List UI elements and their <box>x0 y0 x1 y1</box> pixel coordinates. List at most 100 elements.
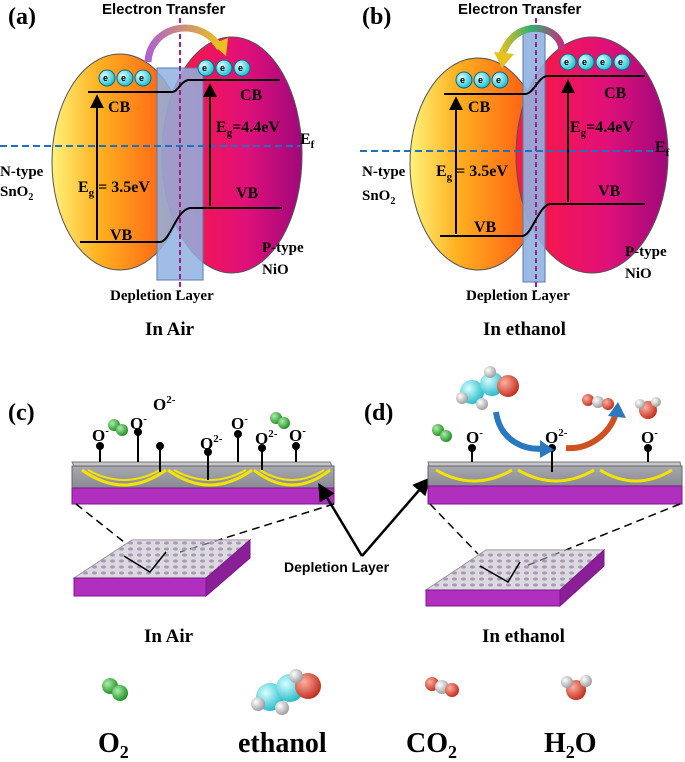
oxygen-ion-labels: O- O2- O- <box>466 427 658 447</box>
transfer-arrowhead-icon <box>212 38 228 56</box>
reaction-arrow <box>565 411 619 452</box>
depletion-arc <box>167 468 253 487</box>
panel-b-title: Electron Transfer <box>458 1 582 18</box>
depletion-arc <box>253 468 331 487</box>
svg-text:e: e <box>478 75 483 85</box>
svg-text:O2-: O2- <box>545 427 568 447</box>
depletion-label: Depletion Layer <box>110 288 214 304</box>
legend-co2-label: CO2 <box>406 728 457 762</box>
legend-o2-label: O2 <box>98 728 129 762</box>
n-material-label: SnO2 <box>362 188 395 207</box>
svg-text:e: e <box>139 73 144 83</box>
depletion-arc <box>81 468 167 487</box>
p-material-label: NiO <box>262 262 289 278</box>
panel-c-label: (c) <box>8 400 35 426</box>
svg-text:e: e <box>220 63 225 73</box>
legend-ethanol-icon <box>251 669 321 715</box>
legend-ethanol-label: ethanol <box>238 728 327 759</box>
svg-text:O2-: O2- <box>255 428 278 448</box>
transfer-arrowhead-icon <box>494 52 514 68</box>
svg-text:O-: O- <box>130 413 147 433</box>
depletion-arc <box>435 468 513 483</box>
h2o-molecule-icon <box>635 397 661 419</box>
panel-d-caption: In ethanol <box>482 626 565 647</box>
p-type-label: P-type <box>625 244 667 260</box>
vb-label-right: VB <box>598 183 621 200</box>
panel-c: (c) O- O- O2- O2- O- O2- O- <box>8 394 335 647</box>
panel-a: (a) Electron Transfer e e e e e e <box>0 1 315 340</box>
svg-text:e: e <box>121 73 126 83</box>
valence-band-line <box>80 207 282 243</box>
adsorbed-oxygen-sticks <box>468 444 652 472</box>
depletion-arc <box>599 468 673 483</box>
conduction-band-line <box>88 79 280 93</box>
depletion-label: Depletion Layer <box>466 288 570 304</box>
substrate-layer <box>427 485 683 505</box>
svg-text:e: e <box>103 73 108 83</box>
panel-a-title: Electron Transfer <box>102 1 226 18</box>
svg-text:e: e <box>618 57 623 67</box>
co2-molecule-icon <box>582 394 614 410</box>
depletion-arc <box>517 468 595 483</box>
svg-text:O-: O- <box>231 413 248 433</box>
legend-h2o-label: H2O <box>544 728 597 762</box>
n-type-label: N-type <box>0 164 44 180</box>
panel-c-caption: In Air <box>144 626 194 647</box>
depletion-callout-label: Depletion Layer <box>284 559 390 575</box>
p-type-label: P-type <box>262 240 304 256</box>
electron-group-left: e e e <box>98 69 152 87</box>
substrate-layer <box>71 487 335 505</box>
svg-text:O-: O- <box>92 425 109 445</box>
fermi-label: Ef <box>655 139 670 159</box>
electron-group-right: e e e e <box>559 53 631 71</box>
eg-label-left: Eg = 3.5eV <box>78 179 150 199</box>
vb-label-right: VB <box>236 185 259 202</box>
substrate-layer <box>73 577 207 597</box>
svg-text:e: e <box>202 63 207 73</box>
o2-molecule-icon <box>108 419 128 436</box>
depletion-callout: Depletion Layer <box>284 477 431 575</box>
panel-b: (b) Electron Transfer e e e e e e e <box>360 1 670 340</box>
svg-text:O-: O- <box>641 427 658 447</box>
svg-text:O-: O- <box>466 427 483 447</box>
panel-b-label: (b) <box>362 4 391 30</box>
electron-group-right: e e e <box>197 59 251 77</box>
cb-label-left: CB <box>108 99 131 116</box>
p-material-label: NiO <box>625 266 652 282</box>
valence-band-line <box>440 203 645 237</box>
depletion-layer-band <box>522 27 546 283</box>
vb-label-left: VB <box>110 227 133 244</box>
panel-a-caption: In Air <box>145 319 195 340</box>
svg-text:O-: O- <box>289 425 306 445</box>
eg-label-right: Eg=4.4eV <box>570 119 634 139</box>
cb-label-right: CB <box>240 87 263 104</box>
p-type-region <box>515 36 669 274</box>
panel-d-label: (d) <box>364 400 393 426</box>
panel-d: (d) O- O2- O- <box>364 366 683 647</box>
svg-text:e: e <box>238 63 243 73</box>
electron-transfer-arrow <box>496 24 566 60</box>
o2-molecule-icon <box>432 424 452 442</box>
o2-molecule-icon <box>270 412 290 429</box>
svg-text:e: e <box>564 57 569 67</box>
electron-transfer-arrow <box>144 24 223 63</box>
eg-label-right: Eg=4.4eV <box>216 119 280 139</box>
panel-a-label: (a) <box>8 4 36 30</box>
conduction-band-line <box>444 75 645 95</box>
legend: O2 ethanol CO2 H2O <box>98 669 597 762</box>
svg-text:e: e <box>460 75 465 85</box>
svg-text:O2-: O2- <box>153 394 176 414</box>
n-type-label: N-type <box>362 164 406 180</box>
fermi-label: Ef <box>300 131 315 151</box>
substrate-layer <box>425 589 561 607</box>
eg-label-left: Eg = 3.5eV <box>436 163 508 183</box>
oxygen-ion-labels: O- O- O2- O2- O- O2- O- <box>92 394 306 453</box>
vb-label-left: VB <box>474 219 497 236</box>
sensor-layer <box>427 465 683 487</box>
ethanol-molecule-icon <box>456 366 519 410</box>
legend-o2-icon <box>102 678 128 701</box>
svg-text:O2-: O2- <box>200 433 223 453</box>
n-material-label: SnO2 <box>0 184 33 203</box>
cb-label-left: CB <box>468 99 491 116</box>
legend-co2-icon <box>425 677 459 697</box>
